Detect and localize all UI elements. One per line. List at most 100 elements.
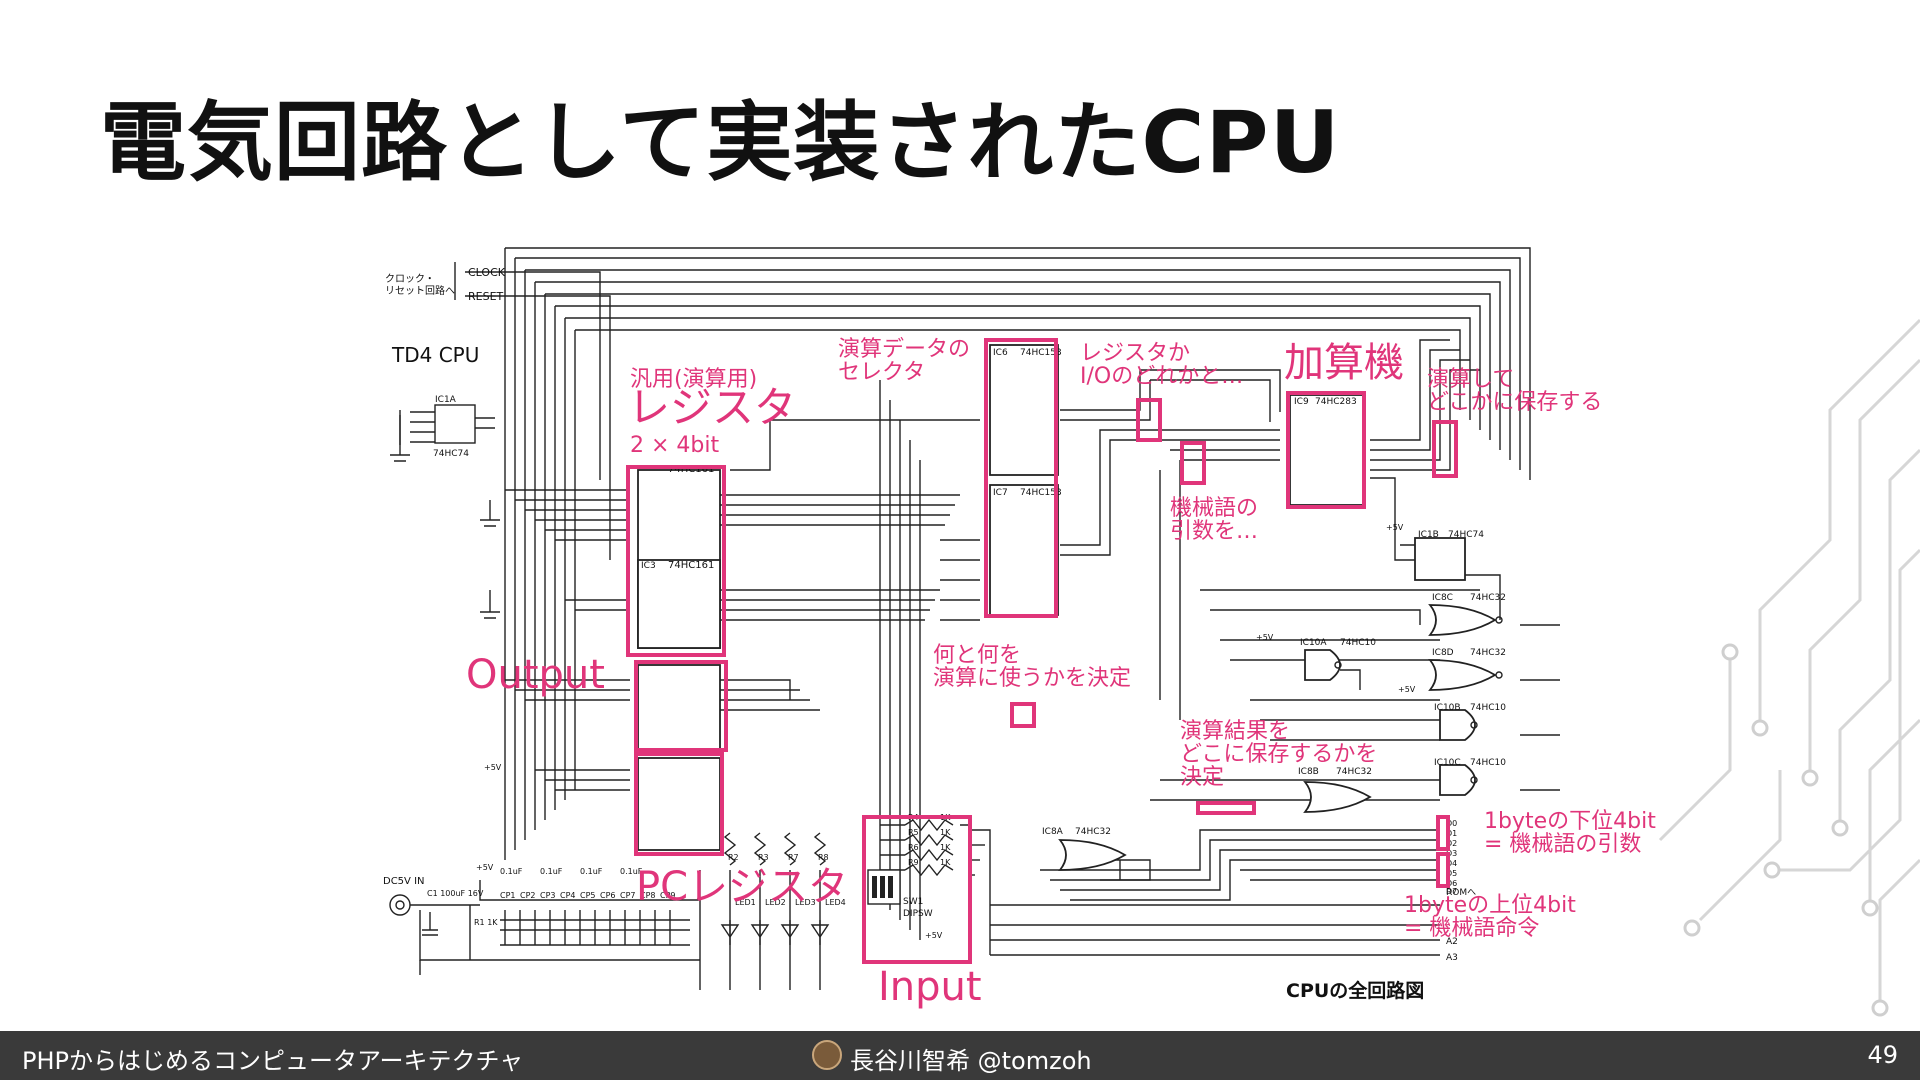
chip-ic8c: IC8C <box>1432 593 1453 603</box>
adder-label: 加算機 <box>1284 340 1404 386</box>
vcc-label-f: +5V <box>925 931 943 940</box>
adder-highlight-box <box>1286 391 1366 509</box>
resistor-dip-value: 1K <box>940 858 951 867</box>
cap-label: CP5 <box>580 891 596 900</box>
chip-ic8d: IC8D <box>1432 648 1454 658</box>
what-line2: 演算に使うかを決定 <box>933 666 1132 692</box>
store-line2: どこかに保存する <box>1427 390 1603 416</box>
addr-a3: A3 <box>1446 953 1458 963</box>
slide-title: 電気回路として実装されたCPU <box>100 93 1341 193</box>
chip-ic9: IC9 <box>1294 397 1309 407</box>
chip-74hc10-a: 74HC10 <box>1340 638 1376 648</box>
rom-data-label: D7 <box>1446 887 1457 896</box>
operand-line1: 機械語の <box>1170 496 1259 521</box>
chip-ic1b: IC1B <box>1418 530 1439 540</box>
chip-ic10b: IC10B <box>1434 703 1461 713</box>
rom-data-label: D3 <box>1446 849 1457 858</box>
rom-data-label: D1 <box>1446 829 1457 838</box>
resistor-top-label: R7 <box>788 853 799 862</box>
lower-bits-line1: 1byteの下位4bit <box>1484 809 1656 834</box>
footer-author: 長谷川智希 @tomzoh <box>850 1047 1092 1075</box>
rom-data-label: D4 <box>1446 859 1457 868</box>
resistor-top-label: R8 <box>818 853 829 862</box>
vcc-label-a: +5V <box>1386 523 1404 532</box>
footer-bar: PHPからはじめるコンピュータアーキテクチャ 長谷川智希 @tomzoh 49 <box>0 1031 1920 1080</box>
chip-ic6: IC6 <box>993 348 1008 358</box>
chip-ic1a: IC1A <box>435 395 457 405</box>
cpu-schematic: CLOCK RESET クロック・ リセット回路へ TD4 CPU IC1A 7… <box>383 247 1560 1002</box>
what-line1: 何と何を <box>933 643 1022 668</box>
resistor-dip-label: R9 <box>908 858 919 867</box>
pc-register-highlight-box <box>634 752 724 856</box>
store-highlight-box <box>1432 420 1458 478</box>
upper-bits-line1: 1byteの上位4bit <box>1404 893 1576 918</box>
chip-ic8b: IC8B <box>1298 767 1319 777</box>
cap-label: CP7 <box>620 891 636 900</box>
input-highlight-box <box>862 815 972 964</box>
upper-bits-highlight-box <box>1436 852 1450 888</box>
addr-a2: A2 <box>1446 937 1458 947</box>
selector-highlight-box <box>984 338 1058 618</box>
cap-value: 0.1uF <box>500 867 523 876</box>
input-label: Input <box>878 964 982 1010</box>
chip-ic7: IC7 <box>993 488 1008 498</box>
avatar <box>812 1040 842 1070</box>
output-label: Output <box>466 652 605 698</box>
footer-title: PHPからはじめるコンピュータアーキテクチャ <box>22 1047 524 1075</box>
cap-label: CP1 <box>500 891 516 900</box>
dipsw-label: DIPSW <box>903 909 933 919</box>
clock-note-label: クロック・ リセット回路へ <box>385 273 455 297</box>
cap-label: CP2 <box>520 891 536 900</box>
chip-74hc10-b: 74HC10 <box>1470 703 1506 713</box>
sw1-label: SW1 <box>903 897 923 907</box>
chip-74hc32-a: 74HC32 <box>1075 827 1111 837</box>
operand-label: 機械語の 引数を… <box>1170 497 1258 543</box>
chip-74hc32-d: 74HC32 <box>1470 648 1506 658</box>
cap-value: 0.1uF <box>580 867 603 876</box>
resistor-label: R1 1K <box>474 918 498 927</box>
vcc-label-e: +5V <box>1398 685 1416 694</box>
result-line2: どこに保存するかを <box>1180 742 1378 768</box>
rom-data-label: D2 <box>1446 839 1457 848</box>
clock-note-line: リセット回路へ <box>385 284 455 297</box>
upper-bits-line2: = 機械語命令 <box>1404 916 1540 942</box>
rom-data-label: D5 <box>1446 869 1457 878</box>
chip-ic10a: IC10A <box>1300 638 1327 648</box>
reg-or-io-label: レジスタか I/Oのどれかと… <box>1080 342 1243 388</box>
vcc-label-d: +5V <box>1256 633 1274 642</box>
reg-io-highlight-box <box>1136 398 1162 442</box>
cap-label: CP6 <box>600 891 616 900</box>
power-in-label: DC5V IN <box>383 876 425 887</box>
led-label: LED2 <box>765 898 786 907</box>
lower-bits-label: 1byteの下位4bit = 機械語の引数 <box>1484 810 1656 856</box>
vcc-label-c: +5V <box>484 763 502 772</box>
selector-line1: 演算データの <box>838 337 971 362</box>
lower-bits-line2: = 機械語の引数 <box>1484 832 1642 858</box>
reset-label: RESET <box>468 290 504 303</box>
chip-74hc74-b: 74HC74 <box>1448 530 1484 540</box>
what-highlight-box <box>1010 702 1036 728</box>
chip-74hc153-b: 74HC153 <box>1020 488 1062 498</box>
operand-line2: 引数を… <box>1170 519 1259 545</box>
led-label: LED4 <box>825 898 846 907</box>
upper-bits-label: 1byteの上位4bit = 機械語命令 <box>1404 894 1576 940</box>
rom-label: ROMへ <box>1446 888 1476 898</box>
cap-label: CP8 <box>640 891 656 900</box>
result-label: 演算結果を どこに保存するかを 決定 <box>1180 720 1377 789</box>
led-label: LED1 <box>735 898 756 907</box>
store-line1: 演算して <box>1427 367 1515 392</box>
resistor-dip-label: R5 <box>908 828 919 837</box>
result-highlight-box <box>1196 801 1256 815</box>
page-number: 49 <box>1867 1041 1898 1069</box>
result-line3: 決定 <box>1180 765 1225 791</box>
result-line1: 演算結果を <box>1180 719 1291 744</box>
vcc-label-b: +5V <box>476 863 494 872</box>
clock-label: CLOCK <box>468 266 506 279</box>
register-big-label: レジスタ <box>628 383 797 432</box>
chip-ic3: IC3 <box>641 561 656 571</box>
cap-label: CP9 <box>660 891 676 900</box>
resistor-dip-value: 1K <box>940 843 951 852</box>
output-highlight-box <box>634 660 728 752</box>
resistor-top-label: R2 <box>728 853 739 862</box>
clock-note-line: クロック・ <box>385 273 435 285</box>
